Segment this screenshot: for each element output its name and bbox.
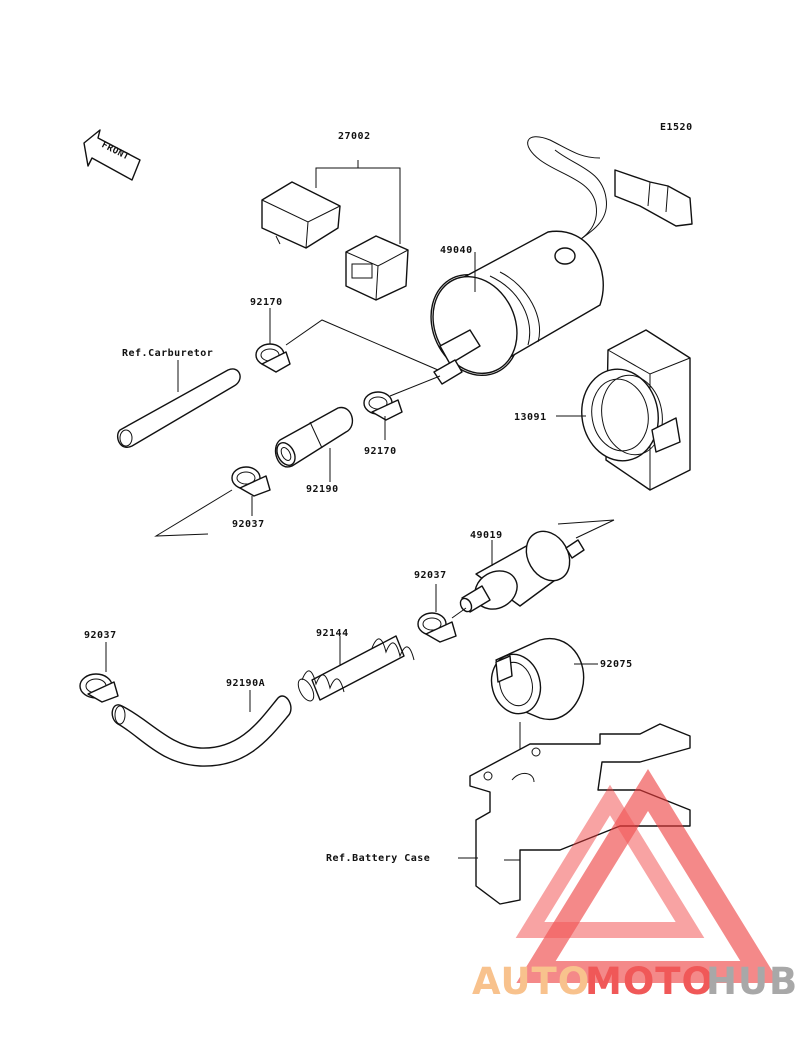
watermark-auto: AUTO (472, 960, 590, 1003)
watermark-logo: AUTO MOTO HUB (472, 769, 798, 1003)
hose-clamp-upper (255, 343, 291, 373)
callout-92170-b: 92170 (364, 446, 397, 457)
short-hose (274, 406, 354, 468)
hose-clamp-92037-mid (231, 466, 271, 497)
callout-27002: 27002 (338, 131, 371, 142)
watermark-hub: HUB (706, 960, 798, 1003)
battery-case-bracket (469, 723, 691, 905)
callout-13091: 13091 (514, 412, 547, 423)
callout-92037-left: 92037 (84, 630, 117, 641)
callout-92190A: 92190A (226, 678, 265, 689)
filter-band (490, 637, 585, 721)
callout-92037-mid: 92037 (232, 519, 265, 530)
watermark-moto: MOTO (585, 960, 714, 1003)
callout-92075: 92075 (600, 659, 633, 670)
hose-clamp-mid (363, 391, 403, 421)
diagram-code: E1520 (660, 122, 693, 133)
callout-92190: 92190 (306, 484, 339, 495)
ref-battery-case: Ref.Battery Case (326, 853, 430, 864)
hose-clamp-92037-filter (417, 612, 457, 643)
front-direction-arrow: FRONT (83, 129, 141, 181)
fuel-pump (430, 136, 693, 385)
callout-49019: 49019 (470, 530, 503, 541)
ref-carburetor: Ref.Carburetor (122, 348, 213, 359)
callout-92170-a: 92170 (250, 297, 283, 308)
callout-92144: 92144 (316, 628, 349, 639)
long-hose (111, 695, 292, 767)
wiring-harness-connectors (261, 181, 409, 301)
callout-92037-filter: 92037 (414, 570, 447, 581)
hose-spring (297, 635, 415, 702)
hose-clamp-92037-left (79, 673, 119, 703)
fuel-filter (459, 530, 585, 613)
callout-49040: 49040 (440, 245, 473, 256)
carburetor-hose (116, 368, 241, 448)
pump-bracket (581, 329, 691, 491)
